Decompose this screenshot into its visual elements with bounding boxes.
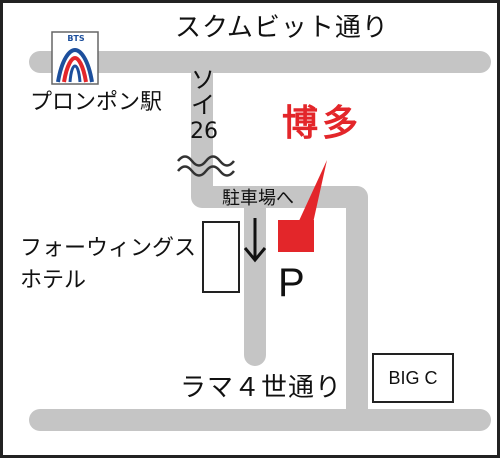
bts-logo-icon xyxy=(51,31,99,85)
hotel-label-line1: フォーウィングス xyxy=(20,236,197,261)
parking-icon: P xyxy=(278,261,305,305)
station-label: プロンポン駅 xyxy=(30,90,163,115)
hotel-label: フォーウィングス ホテル xyxy=(20,233,196,297)
destination-marker xyxy=(278,220,314,252)
road-soi-26 xyxy=(191,51,368,431)
road-label-rama-4: ラマ４世通り xyxy=(180,373,343,403)
big-c-store: BIG C xyxy=(372,353,454,403)
parking-direction-label: 駐車場へ xyxy=(222,188,294,209)
soi-label-group: ソイ 26 xyxy=(190,66,218,145)
bts-logo-text: BTS xyxy=(67,34,85,43)
road-label-sukhumvit: スクムビット通り xyxy=(175,13,389,43)
hotel-building xyxy=(202,221,240,293)
soi-label: ソイ xyxy=(191,66,215,120)
hotel-label-line2: ホテル xyxy=(20,267,87,293)
big-c-label: BIG C xyxy=(388,367,438,388)
soi-number: 26 xyxy=(190,119,218,145)
arrow-down-icon xyxy=(243,218,267,263)
road-break-icon xyxy=(177,155,235,177)
destination-label: 博多 xyxy=(282,103,363,144)
destination-pointer xyxy=(298,160,327,223)
